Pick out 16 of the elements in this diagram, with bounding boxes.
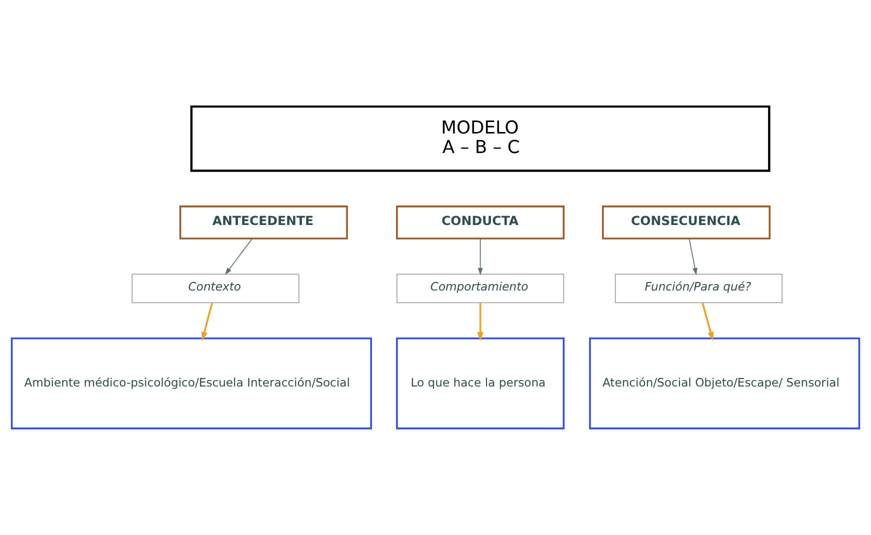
node-box: ANTECEDENTE [179, 206, 348, 240]
node-box: Lo que hace la persona [396, 337, 565, 430]
node-box: MODELO A – B – C [190, 105, 770, 172]
node-box: Comportamiento [396, 274, 564, 304]
arrow [688, 238, 698, 276]
node-box: Contexto [132, 274, 300, 304]
node-box: CONSECUENCIA [602, 206, 771, 240]
node-box: Función/Para qué? [614, 274, 783, 304]
node-box: Atención/Social Objeto/Escape/ Sensorial [589, 337, 860, 430]
arrow [477, 303, 484, 342]
arrow [201, 302, 213, 341]
node-box: Ambiente médico-psicológico/Escuela Interacción/Social [10, 337, 372, 430]
node-box: CONDUCTA [396, 206, 565, 240]
arrow [478, 238, 483, 276]
arrow [225, 238, 253, 275]
arrow [702, 302, 714, 341]
